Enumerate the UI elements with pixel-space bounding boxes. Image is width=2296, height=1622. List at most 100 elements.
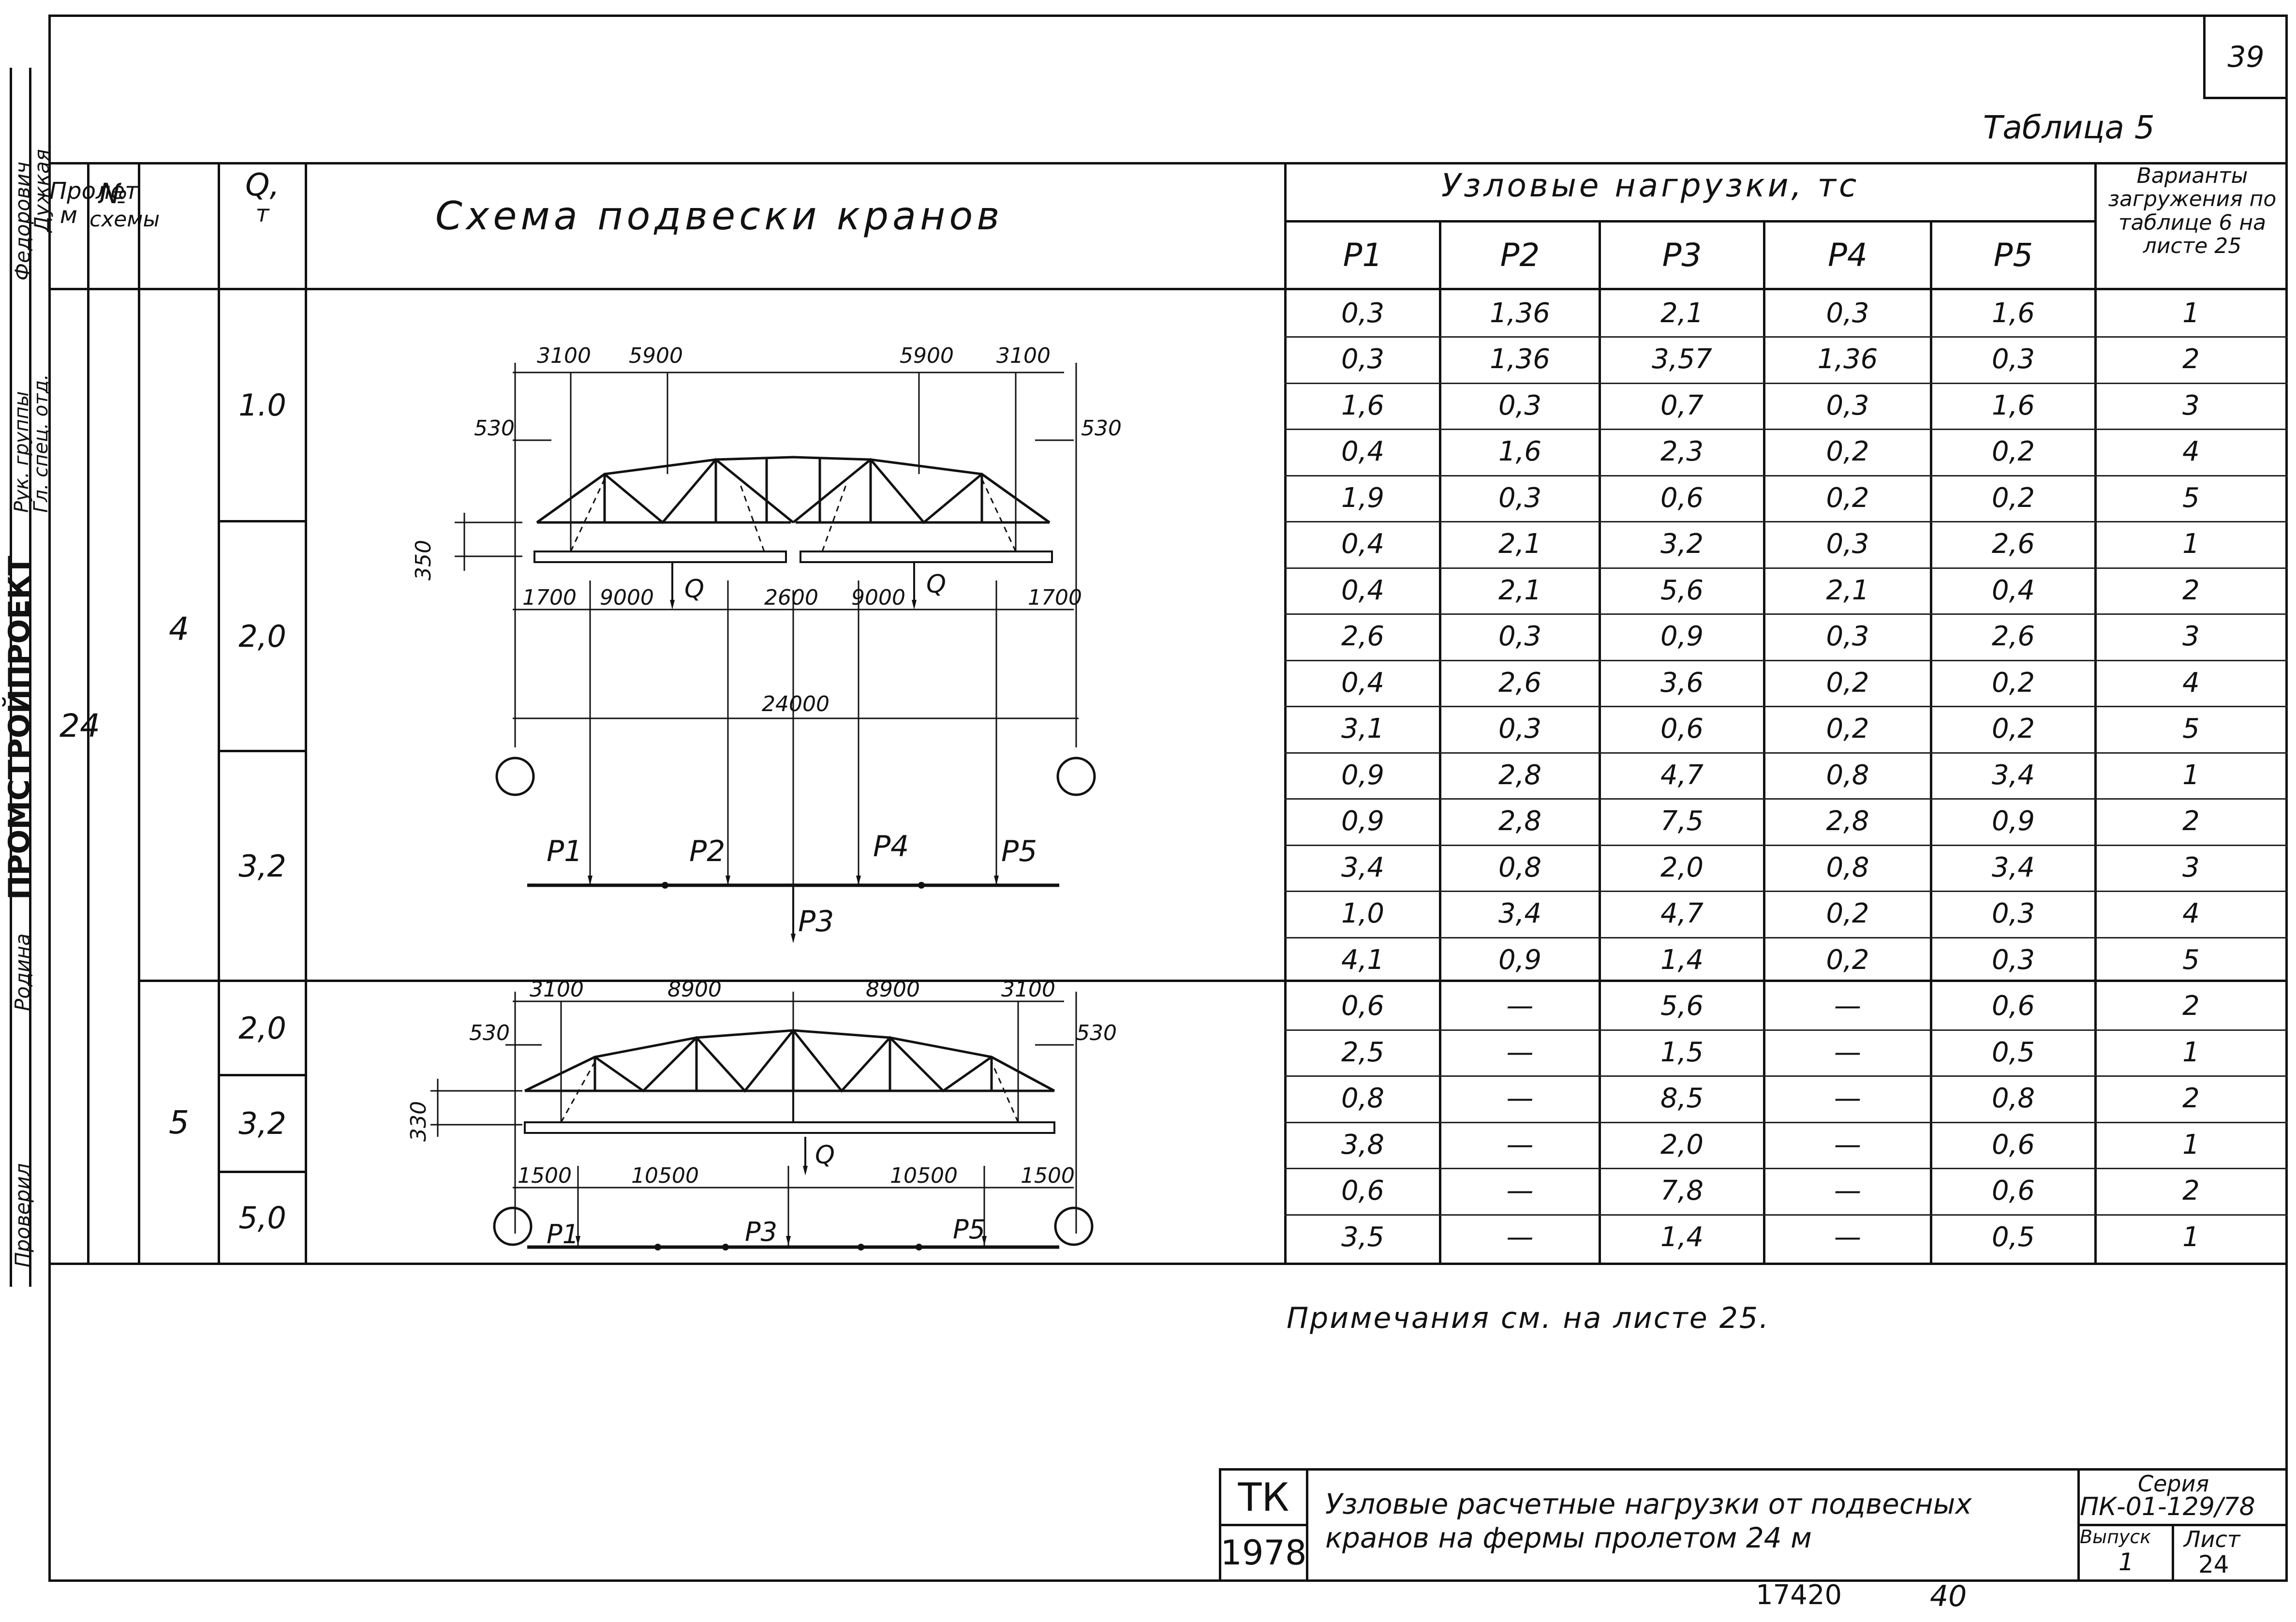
header-p1: P1	[1343, 237, 1383, 274]
header-p4: P4	[1828, 237, 1867, 274]
row-divider	[1284, 429, 2288, 430]
row-divider	[1284, 567, 2288, 569]
cell-p4: 0,3	[1826, 528, 1869, 560]
cell-p5: 0,5	[1991, 1037, 2035, 1068]
d2-dim-top-4: 3100	[1001, 982, 1055, 1002]
cell-p5: 0,3	[1991, 343, 2035, 375]
cell-variant: 5	[2182, 713, 2200, 744]
cell-variant: 2	[2182, 1175, 2200, 1206]
d2-dim-bottom-2: 10500	[631, 1163, 699, 1188]
cell-p2: 1,36	[1490, 298, 1550, 329]
d1-dim-top-2: 5900	[629, 343, 683, 368]
cell-p1: 4,1	[1341, 944, 1385, 976]
cell-p4: —	[1834, 990, 1861, 1022]
cell-p1: 3,1	[1341, 713, 1385, 744]
title-year: 1978	[1220, 1533, 1307, 1573]
span-value: 24	[59, 707, 100, 744]
bottom-number-2: 40	[1930, 1579, 1967, 1613]
row-divider	[1284, 706, 2288, 707]
issue-value: 1	[2118, 1548, 2134, 1576]
cell-p1: 0,6	[1341, 990, 1385, 1022]
header-scheme: схемы	[89, 207, 160, 232]
cell-p1: 0,4	[1341, 667, 1385, 699]
d2-dim-330: 330	[406, 1101, 431, 1142]
cell-p1: 2,5	[1341, 1037, 1385, 1068]
cell-variant: 4	[2182, 436, 2200, 467]
cell-p1: 1,0	[1341, 898, 1385, 929]
cell-p1: 3,8	[1341, 1129, 1385, 1161]
header-schema: Схема подвески кранов	[435, 193, 1004, 238]
cell-p4: —	[1834, 1221, 1861, 1253]
row-divider	[1284, 1168, 2288, 1169]
cell-variant: 4	[2182, 667, 2200, 699]
d2-label-p3: P3	[745, 1217, 777, 1247]
d2-load-q: Q	[815, 1141, 835, 1170]
side-stamp: ПРОМСТРОЙПРОЕКТ Гл. спец. отд. Рук. груп…	[0, 29, 54, 1287]
cell-p4: 0,8	[1826, 759, 1869, 791]
row-divider	[1284, 1214, 2288, 1216]
cell-p1: 0,9	[1341, 805, 1385, 837]
row-divider	[1284, 798, 2288, 800]
header-p2: P2	[1500, 237, 1540, 274]
row-divider	[1284, 383, 2288, 384]
cell-p2: —	[1506, 990, 1534, 1022]
cell-p1: 3,5	[1341, 1221, 1385, 1253]
d1-dim-350: 350	[411, 540, 436, 580]
cell-p3: 2,1	[1660, 298, 1704, 329]
cell-p5: 0,2	[1991, 436, 2035, 467]
row-divider	[1284, 521, 2288, 522]
cell-p1: 0,4	[1341, 436, 1385, 467]
cell-p4: 0,2	[1826, 713, 1869, 744]
cell-p2: 0,3	[1498, 390, 1542, 421]
crane-diagram-1: 3100 5900 5900 3100 530 530 350 1700 900…	[411, 343, 1122, 943]
d1-dim-top-4: 3100	[996, 343, 1051, 368]
cell-p3: 7,5	[1660, 805, 1704, 837]
d1-label-p2: P2	[689, 834, 725, 868]
cell-p4: 0,3	[1826, 390, 1869, 421]
header-scheme-no: №	[99, 177, 129, 210]
cell-p4: —	[1834, 1129, 1861, 1161]
cell-p5: 1,6	[1991, 298, 2035, 329]
header-span: Пролет	[49, 178, 139, 205]
cell-p3: 2,0	[1660, 1129, 1704, 1161]
side-stamp-company: ПРОМСТРОЙПРОЕКТ	[2, 555, 36, 900]
d1-dim-530-left: 530	[474, 416, 515, 441]
d2-dim-top-2: 8900	[667, 982, 722, 1002]
d1-label-p5: P5	[1001, 834, 1037, 868]
header-node-loads: Узловые нагрузки, тс	[1441, 167, 1860, 204]
cell-variant: 2	[2182, 990, 2200, 1022]
cell-p2: 0,3	[1498, 713, 1542, 744]
cell-p3: 3,57	[1652, 343, 1712, 375]
title-tk: ТК	[1238, 1474, 1289, 1520]
cell-p4: 0,2	[1826, 667, 1869, 699]
cell-p4: 2,1	[1826, 575, 1869, 606]
cell-p3: 4,7	[1660, 759, 1704, 791]
d2-label-p1: P1	[547, 1219, 579, 1250]
cell-p5: 0,6	[1991, 990, 2035, 1022]
cell-p5: 0,2	[1991, 482, 2035, 514]
cell-p2: 0,3	[1498, 482, 1542, 514]
cell-p2: 0,9	[1498, 944, 1542, 976]
bottom-number-1: 17420	[1756, 1579, 1842, 1611]
row-divider	[1284, 937, 2288, 938]
cell-variant: 2	[2182, 805, 2200, 837]
cell-p4: —	[1834, 1175, 1861, 1206]
cell-p3: 1,5	[1660, 1037, 1704, 1068]
cell-p2: 1,36	[1490, 343, 1550, 375]
cell-p1: 1,9	[1341, 482, 1385, 514]
page-number: 39	[2203, 17, 2286, 99]
cell-p2: 2,1	[1498, 528, 1542, 560]
side-stamp-name-4: Проверил	[11, 1163, 34, 1267]
cell-p3: 1,4	[1660, 1221, 1704, 1253]
sheet-value: 24	[2198, 1550, 2229, 1578]
cell-p5: 0,2	[1991, 713, 2035, 744]
d1-load-q-2: Q	[926, 570, 946, 599]
cell-p3: 0,6	[1660, 713, 1704, 744]
cell-variant: 1	[2182, 1221, 2200, 1253]
cell-variant: 2	[2182, 1083, 2200, 1114]
cell-p2: 2,1	[1498, 575, 1542, 606]
cell-p4: —	[1834, 1083, 1861, 1114]
cell-p2: —	[1506, 1129, 1534, 1161]
cell-p3: 0,9	[1660, 621, 1704, 652]
cell-p4: 1,36	[1817, 343, 1878, 375]
